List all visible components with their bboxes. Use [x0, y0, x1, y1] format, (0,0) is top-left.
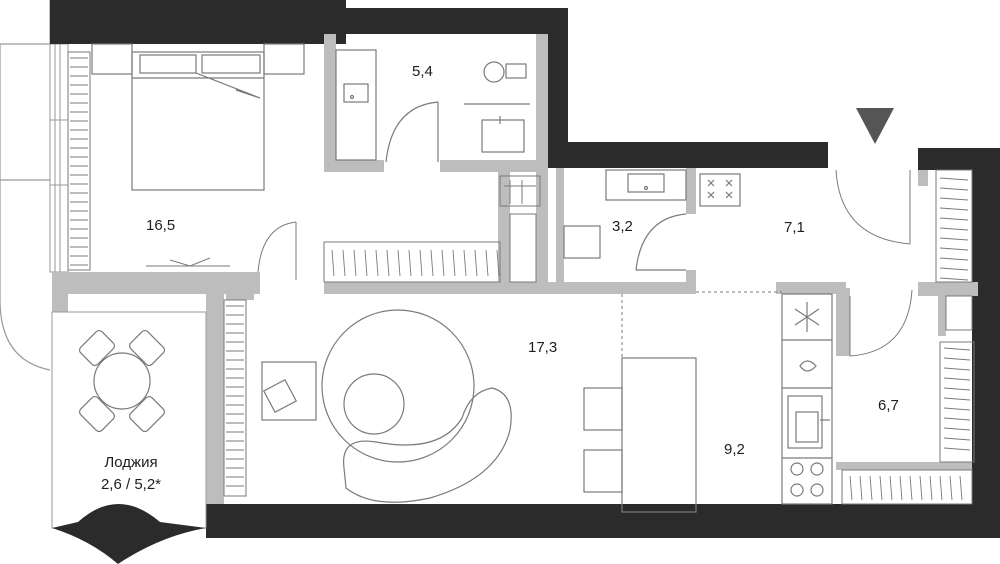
hatch-line: [474, 249, 478, 277]
hatch-line: [919, 475, 923, 501]
bathroom-fixtures: [335, 49, 530, 163]
hatch-line: [849, 475, 853, 501]
hatch-line: [943, 397, 971, 401]
hatch-line: [939, 267, 969, 271]
living-furniture: [261, 309, 512, 503]
hatch-line: [496, 249, 500, 277]
hatch-line: [419, 249, 423, 277]
hatch-line: [463, 249, 467, 277]
bedroom-wardrobe: [67, 51, 91, 271]
hatch-line: [375, 249, 379, 277]
exterior-frame: [0, 0, 51, 371]
hatch-line: [943, 387, 971, 391]
zone-dividers: [621, 291, 782, 358]
left-window: [49, 43, 69, 273]
hatch-line: [353, 249, 357, 277]
hatch-line: [943, 347, 971, 351]
hatch-line: [939, 227, 969, 231]
hatch-line: [869, 475, 873, 501]
kitchen-counter: [781, 293, 833, 505]
room-area-hall: 7,1: [784, 219, 805, 236]
hatch-line: [943, 417, 971, 421]
hatch-line: [949, 475, 953, 501]
hatch-line: [943, 357, 971, 361]
hatch-line: [899, 475, 903, 501]
hatch-line: [889, 475, 893, 501]
wc-fixtures: [563, 169, 687, 271]
hatch-line: [408, 249, 412, 277]
loggia-window: [52, 504, 206, 564]
bottom-wardrobe: [841, 469, 973, 505]
loggia-name: Лоджия: [104, 454, 158, 471]
hatch-line: [939, 207, 969, 211]
hatch-line: [939, 237, 969, 241]
room-area-bathroom: 5,4: [412, 63, 433, 80]
ticks-container: [70, 57, 971, 501]
hatch-line: [342, 249, 346, 277]
room-area-living: 17,3: [528, 339, 558, 356]
hatch-line: [943, 447, 971, 451]
loggia-table: [78, 329, 166, 433]
hatch-line: [939, 257, 969, 261]
living-shelf: [223, 299, 247, 497]
loggia-label: Лоджия 2,6 / 5,2*: [66, 452, 196, 496]
storage-units: [499, 175, 541, 283]
hatch-line: [879, 475, 883, 501]
bedroom-tv: [146, 257, 230, 267]
hatch-line: [943, 437, 971, 441]
hatch-line: [397, 249, 401, 277]
hall-wardrobe: [935, 169, 975, 463]
hatch-line: [430, 249, 434, 277]
room-area-wc: 3,2: [612, 218, 633, 235]
room-area-bedroom: 16,5: [146, 217, 176, 234]
living-closet: [323, 241, 501, 283]
wardrobe-door: [849, 289, 913, 357]
hatch-line: [331, 249, 335, 277]
room-area-wardrobe: 6,7: [878, 397, 899, 414]
loggia-area: 2,6 / 5,2*: [100, 476, 162, 493]
hatch-line: [939, 187, 969, 191]
hatch-line: [939, 177, 969, 181]
kitchen-island: [583, 357, 697, 513]
hatch-line: [909, 475, 913, 501]
hatch-line: [939, 475, 943, 501]
bedroom-door: [257, 221, 297, 273]
entrance-door: [835, 169, 911, 245]
entrance-marker: [856, 108, 894, 144]
hatch-line: [943, 377, 971, 381]
hatch-line: [929, 475, 933, 501]
hatch-line: [386, 249, 390, 277]
hatch-line: [485, 249, 489, 277]
bed: [91, 43, 305, 191]
hatch-line: [959, 475, 963, 501]
hatch-line: [939, 247, 969, 251]
hatch-line: [943, 407, 971, 411]
hatch-line: [943, 427, 971, 431]
hatch-line: [452, 249, 456, 277]
hatch-line: [859, 475, 863, 501]
partitions: [52, 34, 978, 504]
exterior-walls: [50, 0, 1000, 538]
hatch-line: [943, 367, 971, 371]
hall-cooktop: [699, 173, 741, 207]
hatch-line: [441, 249, 445, 277]
hatch-line: [364, 249, 368, 277]
hatch-line: [939, 197, 969, 201]
hatch-line: [939, 217, 969, 221]
room-area-kitchen: 9,2: [724, 441, 745, 458]
hatch-line: [939, 277, 969, 281]
